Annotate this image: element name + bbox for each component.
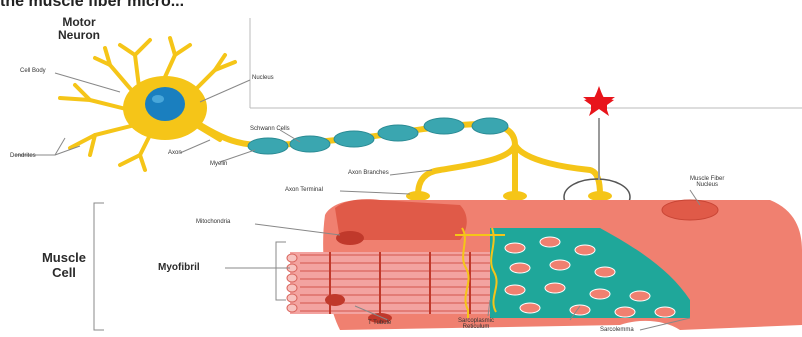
schwann-cell [334, 131, 374, 147]
label-myofibril: Myofibril [158, 262, 200, 273]
muscle-cell-title: Muscle Cell [34, 250, 94, 280]
label-mitochondria: Mitochondria [196, 219, 230, 225]
motor-neuron-title-line2: Neuron [44, 29, 114, 42]
label-axon: Axon [168, 150, 182, 156]
label-muscle-fiber-nucleus-line2: Nucleus [690, 182, 724, 188]
schwann-cell [424, 118, 464, 134]
label-myelin: Myelin [210, 161, 227, 167]
label-dendrites: Dendrites [10, 153, 36, 159]
label-axon-branches: Axon Branches [348, 170, 389, 176]
axon-branches [418, 145, 600, 195]
myofibril-bundle [290, 252, 490, 314]
schwann-cell [248, 138, 288, 154]
axon-terminal [588, 191, 612, 201]
nucleus-highlight [152, 95, 164, 103]
muscle-fiber-nucleus [662, 200, 718, 220]
mitochondrion [336, 231, 364, 245]
schwann-cell [290, 136, 330, 152]
muscle-cell-title-line1: Muscle [34, 250, 94, 265]
schwann-cell [472, 118, 508, 134]
label-nucleus: Nucleus [252, 75, 274, 81]
schwann-cell [378, 125, 418, 141]
nucleus [145, 87, 185, 121]
motor-neuron-title: Motor Neuron [44, 16, 114, 42]
label-schwann-cells: Schwann Cells [250, 126, 290, 132]
muscle-cell-title-line2: Cell [34, 265, 94, 280]
axon-terminals [406, 191, 612, 201]
myofibrils [287, 252, 490, 314]
label-sr-line2: Reticulum [458, 324, 494, 330]
label-muscle-fiber-nucleus: Muscle Fiber Nucleus [690, 176, 724, 188]
mitochondrion [325, 294, 345, 306]
label-axon-terminal: Axon Terminal [285, 187, 323, 193]
axon-terminal [406, 191, 430, 201]
label-sarcoplasmic-reticulum: Sarcoplasmic Reticulum [458, 318, 494, 330]
label-t-tubule: T Tubule [368, 320, 391, 326]
label-cell-body: Cell Body [20, 68, 46, 74]
axon-terminal [503, 191, 527, 201]
label-sarcolemma: Sarcolemma [600, 327, 634, 333]
overlay-panel [250, 18, 802, 116]
